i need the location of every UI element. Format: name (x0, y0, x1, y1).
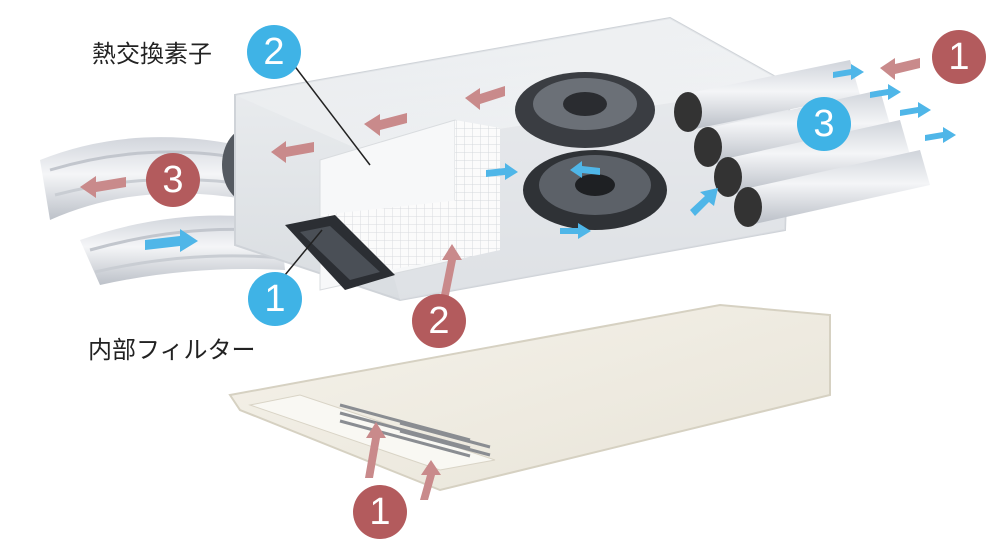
marker-1-supply-intake-right: 1 (932, 30, 986, 84)
ceiling-panel (228, 303, 831, 492)
exhaust-arrows (80, 58, 920, 500)
marker-3-exhaust-left: 3 (146, 153, 200, 207)
leader-heat-exchanger (289, 59, 371, 166)
internal-filter-label: 内部フィルター (88, 336, 256, 364)
fresh-air-arrows (145, 64, 956, 252)
upper-fan (515, 72, 655, 148)
marker-1-panel-intake: 1 (353, 485, 407, 539)
lower-fan (523, 150, 667, 230)
marker-1-internal-filter: 1 (248, 272, 302, 326)
internal-filter-slot (285, 215, 395, 290)
marker-2-heat-exchange-top: 2 (247, 25, 301, 79)
marker-2-exchange-bottom: 2 (412, 294, 466, 348)
heat-exchanger-label: 熱交換素子 (92, 40, 212, 68)
leader-internal-filter (284, 229, 323, 276)
marker-3-exhaust-right: 3 (797, 97, 851, 151)
